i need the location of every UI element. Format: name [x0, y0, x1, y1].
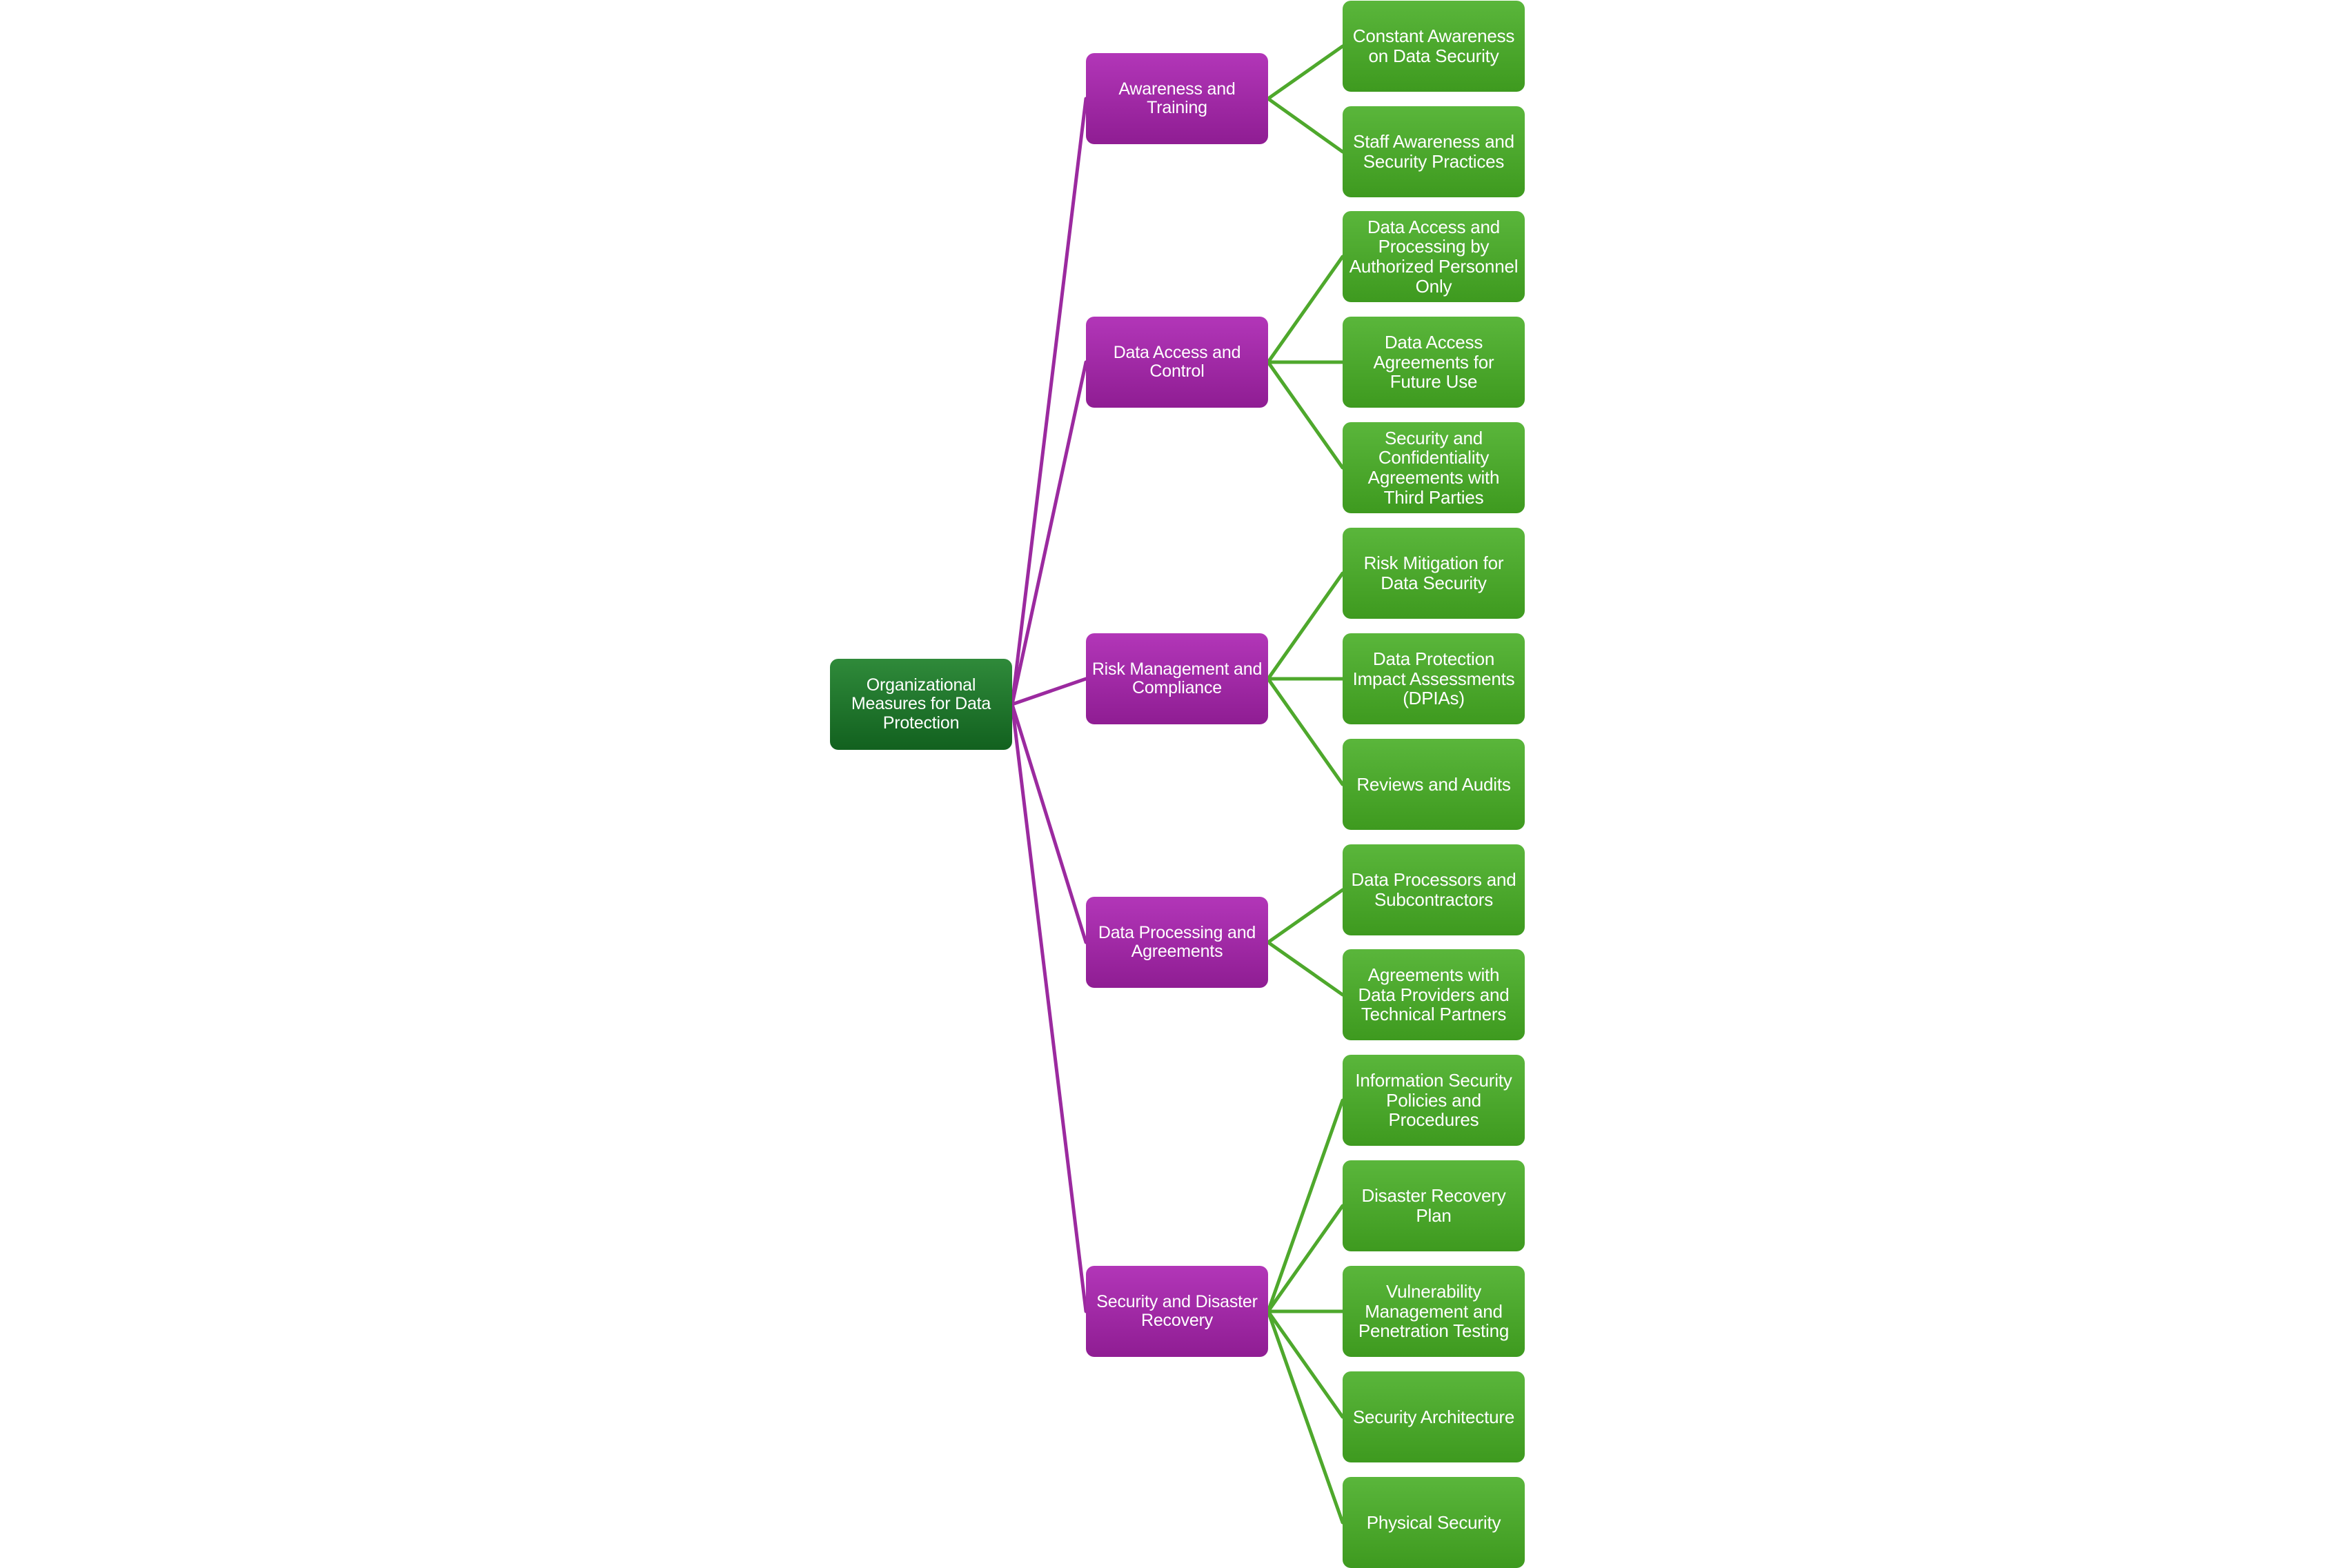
leaf-authorized-personnel: Data Access and Processing by Authorized… — [1343, 211, 1525, 302]
leaf-staff-awareness: Staff Awareness and Security Practices — [1343, 106, 1525, 197]
category-security-disaster-recovery: Security and Disaster Recovery — [1086, 1266, 1268, 1357]
category-label: Risk Management and Compliance — [1091, 659, 1263, 697]
category-to-leaf-connector — [1266, 1098, 1345, 1313]
leaf-label: Constant Awareness on Data Security — [1352, 26, 1515, 66]
leaf-label: Physical Security — [1366, 1511, 1501, 1533]
root-node: Organizational Measures for Data Protect… — [830, 659, 1012, 750]
leaf-label: Staff Awareness and Security Practices — [1353, 131, 1514, 172]
leaf-reviews-audits: Reviews and Audits — [1343, 739, 1525, 830]
leaf-label: Data Access Agreements for Future Use — [1373, 332, 1494, 393]
root-to-category-connector — [1010, 97, 1088, 706]
leaf-label: Risk Mitigation for Data Security — [1363, 553, 1504, 593]
category-to-leaf-connector — [1266, 1309, 1345, 1419]
category-to-leaf-connector — [1266, 1309, 1345, 1525]
category-to-leaf-connector — [1266, 360, 1345, 470]
leaf-label: Data Access and Processing by Authorized… — [1349, 216, 1519, 297]
leaf-label: Data Processors and Subcontractors — [1351, 869, 1516, 910]
category-risk-management-compliance: Risk Management and Compliance — [1086, 633, 1268, 724]
category-label: Data Processing and Agreements — [1098, 922, 1256, 961]
category-to-leaf-connector — [1266, 677, 1345, 786]
leaf-dpias: Data Protection Impact Assessments (DPIA… — [1343, 633, 1525, 724]
category-awareness-training: Awareness and Training — [1086, 53, 1268, 144]
category-label: Security and Disaster Recovery — [1096, 1291, 1258, 1330]
category-to-leaf-connector — [1266, 940, 1345, 997]
category-to-leaf-connector — [1266, 44, 1345, 101]
root-to-category-connector — [1010, 677, 1088, 706]
category-label: Awareness and Training — [1118, 79, 1236, 117]
category-to-leaf-connector — [1266, 97, 1345, 154]
category-to-leaf-connector — [1266, 1204, 1345, 1313]
leaf-label: Disaster Recovery Plan — [1361, 1185, 1506, 1226]
root-to-category-connector — [1010, 702, 1088, 944]
root-to-category-connector — [1010, 360, 1088, 706]
leaf-label: Data Protection Impact Assessments (DPIA… — [1352, 648, 1515, 709]
leaf-physical-security: Physical Security — [1343, 1477, 1525, 1568]
leaf-vulnerability-management: Vulnerability Management and Penetration… — [1343, 1266, 1525, 1357]
category-data-processing-agreements: Data Processing and Agreements — [1086, 897, 1268, 988]
leaf-data-access-agreements: Data Access Agreements for Future Use — [1343, 317, 1525, 408]
leaf-label: Agreements with Data Providers and Techn… — [1358, 964, 1510, 1025]
leaf-data-processors: Data Processors and Subcontractors — [1343, 844, 1525, 935]
root-label: Organizational Measures for Data Protect… — [851, 675, 991, 733]
category-to-leaf-connector — [1266, 255, 1345, 364]
leaf-security-architecture: Security Architecture — [1343, 1371, 1525, 1462]
leaf-label: Reviews and Audits — [1356, 773, 1511, 795]
leaf-label: Vulnerability Management and Penetration… — [1358, 1281, 1510, 1342]
category-to-leaf-connector — [1266, 571, 1345, 681]
category-label: Data Access and Control — [1113, 342, 1241, 381]
leaf-data-provider-agreements: Agreements with Data Providers and Techn… — [1343, 949, 1525, 1040]
leaf-constant-awareness: Constant Awareness on Data Security — [1343, 1, 1525, 92]
leaf-label: Information Security Policies and Proced… — [1355, 1070, 1512, 1131]
leaf-label: Security and Confidentiality Agreements … — [1367, 427, 1500, 508]
leaf-risk-mitigation: Risk Mitigation for Data Security — [1343, 528, 1525, 619]
leaf-infosec-policies: Information Security Policies and Proced… — [1343, 1055, 1525, 1146]
root-to-category-connector — [1010, 702, 1088, 1313]
leaf-confidentiality-agreements: Security and Confidentiality Agreements … — [1343, 422, 1525, 513]
leaf-disaster-recovery-plan: Disaster Recovery Plan — [1343, 1160, 1525, 1251]
leaf-label: Security Architecture — [1352, 1406, 1515, 1427]
category-data-access-control: Data Access and Control — [1086, 317, 1268, 408]
category-to-leaf-connector — [1266, 888, 1345, 944]
